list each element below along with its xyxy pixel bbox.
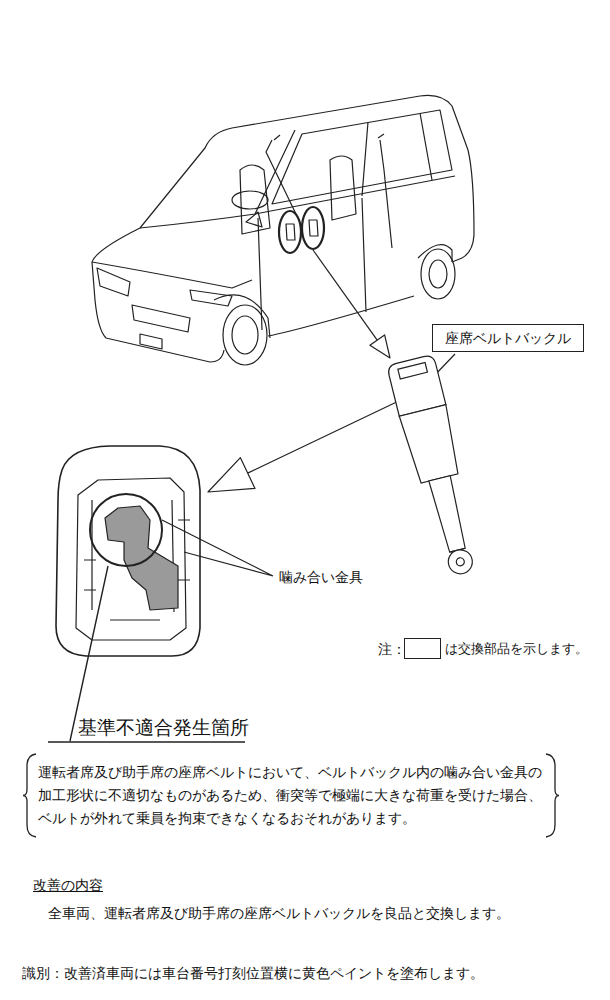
buckle-slot xyxy=(398,362,428,378)
label-text: 全車両、運転者席及び助手席の座席ベルトバックルを良品と交換します。 xyxy=(48,904,510,922)
label-text: 注： xyxy=(378,640,406,658)
bracket-frame: 運転者席及び助手席の座席ベルトにおいて、ベルトバックル内の噛み合い金具の 加工形… xyxy=(22,752,560,839)
bracket-side xyxy=(23,754,36,837)
seat-belt xyxy=(266,134,392,248)
highlight-circle xyxy=(279,211,301,253)
car-wheel xyxy=(421,249,455,299)
car-windshield xyxy=(140,130,295,228)
leader-line xyxy=(48,566,245,742)
legend-swatch xyxy=(404,638,441,659)
label-text: 改善の内容 xyxy=(33,876,103,894)
note-panel: 基準不適合発生箇所運転者席及び助手席の座席ベルトにおいて、ベルトバックル内の噛み… xyxy=(22,712,560,839)
steering-wheel xyxy=(232,191,268,209)
car-headlight xyxy=(97,268,232,306)
highlight-circle xyxy=(302,207,324,249)
car-hood xyxy=(92,262,252,288)
car-mirror xyxy=(246,212,262,227)
box-text: 座席ベルトバックル xyxy=(445,328,571,348)
buckle-body xyxy=(399,405,463,485)
car-seat xyxy=(240,156,356,234)
pointer-arrow xyxy=(370,335,390,358)
pointer-line xyxy=(248,398,405,473)
highlight-circle xyxy=(90,494,162,566)
car-body xyxy=(92,95,474,262)
label-text: 識別：改善済車両には車台番号打刻位置横に黄色ペイントを塗布します。 xyxy=(22,964,484,982)
seat-belt-buckle xyxy=(387,354,487,579)
label-box: 座席ベルトバックル xyxy=(432,324,584,352)
legend-text: は交換部品を示します。 xyxy=(445,640,588,658)
latch-plate xyxy=(105,506,178,610)
label-text: 噛み合い金具 xyxy=(279,568,363,586)
note-body: 運転者席及び助手席の座席ベルトにおいて、ベルトバックル内の噛み合い金具の 加工形… xyxy=(38,761,544,830)
car-grille xyxy=(132,305,190,349)
car-pillar xyxy=(362,113,432,196)
section-heading: 基準不適合発生箇所 xyxy=(78,712,560,742)
car-fender xyxy=(214,245,452,338)
car-front xyxy=(92,262,224,362)
car-windows xyxy=(272,110,452,204)
buckle-strap xyxy=(429,476,468,553)
pointer-line xyxy=(313,250,377,340)
anchor-plate xyxy=(446,547,475,576)
bracket-side xyxy=(546,754,559,837)
car-wheel xyxy=(223,305,267,365)
pointer-arrow xyxy=(208,458,255,492)
housing-outline xyxy=(56,446,200,656)
leader-line xyxy=(162,520,273,576)
